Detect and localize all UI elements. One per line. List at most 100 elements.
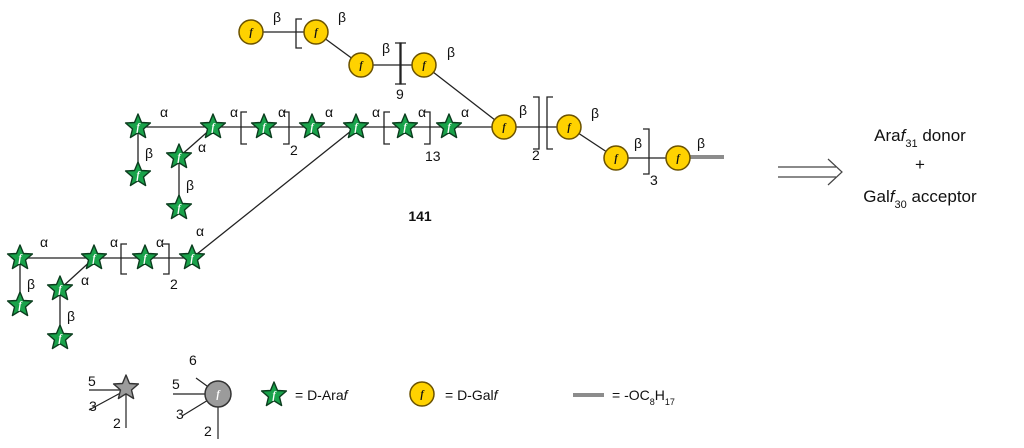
beta-label: β [634, 135, 642, 151]
svg-text:f: f [310, 123, 315, 134]
glycosidic-bonds [19, 31, 678, 338]
svg-text:f: f [567, 123, 572, 134]
svg-text:f: f [92, 254, 97, 265]
araf-residue: f [6, 291, 34, 317]
svg-text:f: f [314, 28, 319, 39]
svg-text:f: f [502, 123, 507, 134]
linker-legend-label: = -OC8H17 [612, 387, 675, 407]
acceptor-label: Galf30 acceptor [863, 187, 977, 211]
legend-circle-positions: f 6 5 3 2 [172, 352, 232, 439]
repeat-count: 2 [290, 142, 298, 158]
svg-text:f: f [447, 123, 452, 134]
svg-text:f: f [177, 204, 182, 215]
araf-residue: f [391, 113, 419, 139]
legend-star-positions: 5 3 2 [88, 373, 140, 431]
repeat-count: 9 [396, 86, 404, 102]
galf-legend-label: = D-Galf [445, 387, 500, 403]
donor-label: Araf31 donor [874, 126, 966, 150]
svg-text:f: f [58, 334, 63, 345]
alpha-label: α [81, 272, 89, 288]
svg-text:f: f [18, 301, 23, 312]
beta-label: β [382, 40, 390, 56]
legend: 5 3 2 f 6 5 3 2 f = D-Araf f = D-Galf = … [88, 352, 675, 439]
araf-residue: f [46, 324, 74, 350]
svg-text:f: f [143, 254, 148, 265]
araf-legend-icon: f [260, 381, 288, 407]
svg-text:f: f [216, 390, 221, 401]
beta-label: β [697, 135, 705, 151]
position-label: 5 [172, 376, 180, 392]
alpha-label: α [198, 139, 206, 155]
repeat-brackets [120, 18, 650, 275]
repeat-count: 2 [170, 276, 178, 292]
svg-text:f: f [359, 61, 364, 72]
beta-label: β [338, 9, 346, 25]
svg-text:f: f [420, 390, 425, 401]
svg-text:f: f [136, 171, 141, 182]
galactofuranose-residues: f f f f f f f f [238, 19, 691, 171]
galf-legend-icon: f [409, 381, 435, 407]
svg-text:f: f [18, 254, 23, 265]
galf-residue: f [665, 145, 691, 171]
beta-label: β [447, 44, 455, 60]
galf-residue: f [603, 145, 629, 171]
repeat-count: 2 [532, 147, 540, 163]
araf-residue: f [199, 113, 227, 139]
beta-label: β [186, 177, 194, 193]
svg-text:f: f [177, 153, 182, 164]
svg-text:f: f [249, 28, 254, 39]
generic-circle-icon: f [204, 380, 232, 408]
araf-legend-label: = D-Araf [295, 387, 350, 403]
compound-number: 141 [408, 208, 432, 224]
araf-residue: f [80, 244, 108, 270]
svg-text:f: f [422, 61, 427, 72]
galf-residue: f [411, 52, 437, 78]
araf-residue: f [124, 161, 152, 187]
svg-text:f: f [136, 123, 141, 134]
beta-label: β [519, 102, 527, 118]
galf-residue: f [491, 114, 517, 140]
araf-residue: f [131, 244, 159, 270]
repeat-count: 13 [425, 148, 441, 164]
araf-residue: f [124, 113, 152, 139]
alpha-label: α [40, 234, 48, 250]
anomeric-labels: β β β β β β β β α α α α α α α α β β α α … [27, 9, 705, 324]
alpha-label: α [160, 104, 168, 120]
alpha-label: α [110, 234, 118, 250]
alpha-label: α [196, 223, 204, 239]
position-label: 3 [176, 406, 184, 422]
araf-residue: f [250, 113, 278, 139]
beta-label: β [591, 105, 599, 121]
araf-residue: f [6, 244, 34, 270]
alpha-label: α [325, 104, 333, 120]
svg-text:f: f [403, 123, 408, 134]
svg-text:f: f [211, 123, 216, 134]
beta-label: β [145, 145, 153, 161]
alpha-label: α [461, 104, 469, 120]
position-label: 6 [189, 352, 197, 368]
position-label: 3 [89, 398, 97, 414]
alpha-label: α [418, 104, 426, 120]
plus-sign: + [915, 155, 925, 174]
alpha-label: α [278, 104, 286, 120]
araf-residue: f [165, 194, 193, 220]
alpha-label: α [230, 104, 238, 120]
position-label: 5 [88, 373, 96, 389]
arabinofuranose-residues: f f f f f f f f f f f f f f f f f [6, 113, 463, 350]
svg-text:f: f [262, 123, 267, 134]
beta-label: β [67, 308, 75, 324]
svg-text:f: f [272, 391, 277, 402]
repeat-count: 3 [650, 172, 658, 188]
beta-label: β [273, 9, 281, 25]
svg-text:f: f [354, 123, 359, 134]
galf-residue: f [303, 19, 329, 45]
araf-residue: f [165, 143, 193, 169]
araf-residue: f [46, 275, 74, 301]
galf-residue: f [556, 114, 582, 140]
svg-text:f: f [614, 154, 619, 165]
position-label: 2 [204, 423, 212, 439]
svg-text:f: f [676, 154, 681, 165]
araf-residue: f [178, 244, 206, 270]
araf-residue: f [342, 113, 370, 139]
